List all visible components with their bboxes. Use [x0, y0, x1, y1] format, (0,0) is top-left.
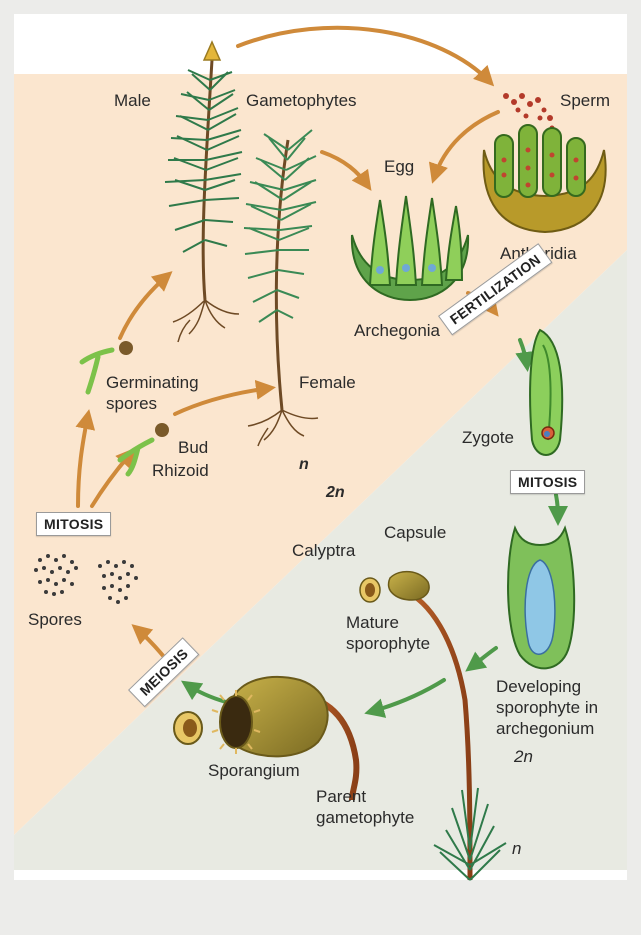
archegonia-art	[350, 195, 470, 302]
label-zygote: Zygote	[462, 428, 514, 447]
label-germinating-spores: Germinating spores	[106, 373, 199, 413]
label-rhizoid: Rhizoid	[152, 461, 209, 480]
sperm-dots	[503, 93, 555, 131]
label-mature-sporophyte: Mature sporophyte	[346, 613, 431, 653]
arrow-mitosis-left-up	[75, 409, 96, 508]
arrow-fertilization-zygote	[515, 338, 536, 372]
ploidy-bottom-right: n	[512, 839, 522, 858]
developing-sporophyte-art	[507, 525, 576, 670]
spores-art	[34, 554, 138, 604]
arrow-top	[236, 25, 495, 87]
diploid-region	[14, 250, 627, 870]
label-capsule: Capsule	[384, 523, 447, 542]
label-female: Female	[299, 373, 356, 392]
ploidy-developing: 2n	[514, 747, 533, 766]
sporangium-art	[173, 676, 360, 801]
arrow-developing-mature	[465, 646, 498, 672]
label-bud: Bud	[178, 438, 209, 457]
ploidy-diploid: 2n	[326, 484, 345, 501]
germinating-spores-art	[79, 341, 169, 477]
label-gametophytes: Gametophytes	[246, 91, 357, 110]
arrow-sporangium-meiosis	[181, 680, 228, 704]
green-arrows	[181, 338, 568, 718]
arrow-mitosis-developing	[547, 493, 568, 526]
label-calyptra: Calyptra	[292, 541, 356, 560]
arrow-sperm-egg	[428, 110, 500, 184]
antheridia-art	[482, 124, 607, 234]
female-gametophyte	[243, 129, 319, 447]
haploid-region	[14, 74, 627, 835]
arrow-to-parent	[364, 678, 446, 718]
male-gametophyte	[164, 40, 243, 343]
arrow-germinating-male	[118, 271, 173, 340]
arrow-bud-female	[173, 379, 276, 416]
mature-sporophyte-art	[359, 570, 507, 881]
label-parent-gametophyte: Parent gametophyte	[316, 787, 415, 827]
zygote-art	[529, 328, 564, 456]
label-egg: Egg	[384, 157, 415, 176]
label-spores: Spores	[28, 610, 82, 629]
label-male: Male	[114, 91, 151, 110]
arrow-gametophyte-archegonia	[320, 150, 372, 191]
label-sperm: Sperm	[560, 91, 611, 110]
label-developing-sporophyte: Developing sporophyte in archegonium	[496, 677, 599, 738]
label-sporangium: Sporangium	[208, 761, 300, 780]
ploidy-haploid: n	[299, 456, 309, 473]
label-archegonia: Archegonia	[354, 321, 441, 340]
tag-mitosis-right: MITOSIS	[510, 470, 586, 494]
tag-mitosis-left: MITOSIS	[36, 512, 112, 536]
